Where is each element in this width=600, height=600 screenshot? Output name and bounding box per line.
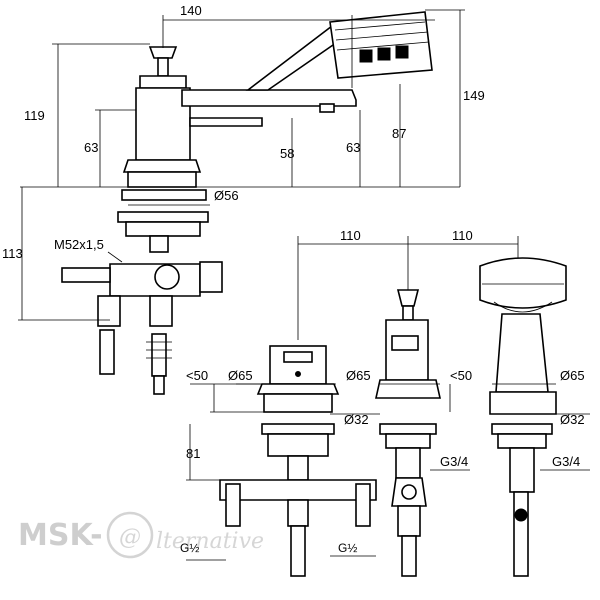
dim-conn-right: G3/4: [552, 454, 580, 469]
bottom-dimension-lines: [186, 383, 590, 561]
dim-base-diameter: Ø56: [214, 188, 239, 203]
watermark-circle: [106, 511, 154, 559]
dim-max-deck-left: <50: [186, 368, 208, 383]
dim-below-deck: 113: [2, 246, 23, 261]
handshower-component: [479, 257, 567, 577]
dim-conn-left-1: G½: [180, 541, 199, 555]
dim-outlet-height: 58: [280, 146, 294, 161]
dim-lever-height-left: 63: [84, 140, 98, 155]
diverter-component: [219, 345, 377, 577]
watermark-tail: lternative: [156, 529, 264, 554]
dim-thread: M52x1,5: [54, 237, 104, 252]
dim-conn-left-2: G½: [338, 541, 357, 555]
watermark-mark: @: [119, 525, 141, 550]
dim-diameter-right: Ø65: [560, 368, 585, 383]
side-dimension-lines: [18, 9, 465, 321]
dim-spout-length: 140: [180, 3, 202, 18]
dim-outlet-height-right: 63: [346, 140, 360, 155]
watermark: MSK- @ lternative: [18, 511, 264, 559]
dim-body-depth: 81: [186, 446, 200, 461]
dim-max-deck-mid: <50: [450, 368, 472, 383]
valve-component: [375, 289, 441, 577]
dim-mixer-height: 119: [24, 108, 45, 123]
dim-handshower-height: 149: [463, 88, 485, 103]
dim-conn-mid: G3/4: [440, 454, 468, 469]
dim-hole-right: Ø32: [560, 412, 585, 427]
dim-hose-height: 87: [392, 126, 406, 141]
mixer-side-view: [20, 11, 460, 395]
watermark-brand: MSK-: [18, 518, 103, 553]
dim-diameter-left: Ø65: [228, 368, 253, 383]
dim-spacing-2: 110: [452, 228, 473, 243]
dim-spacing-1: 110: [340, 228, 361, 243]
dim-diameter-mid: Ø65: [346, 368, 371, 383]
dim-hole-mid: Ø32: [344, 412, 369, 427]
